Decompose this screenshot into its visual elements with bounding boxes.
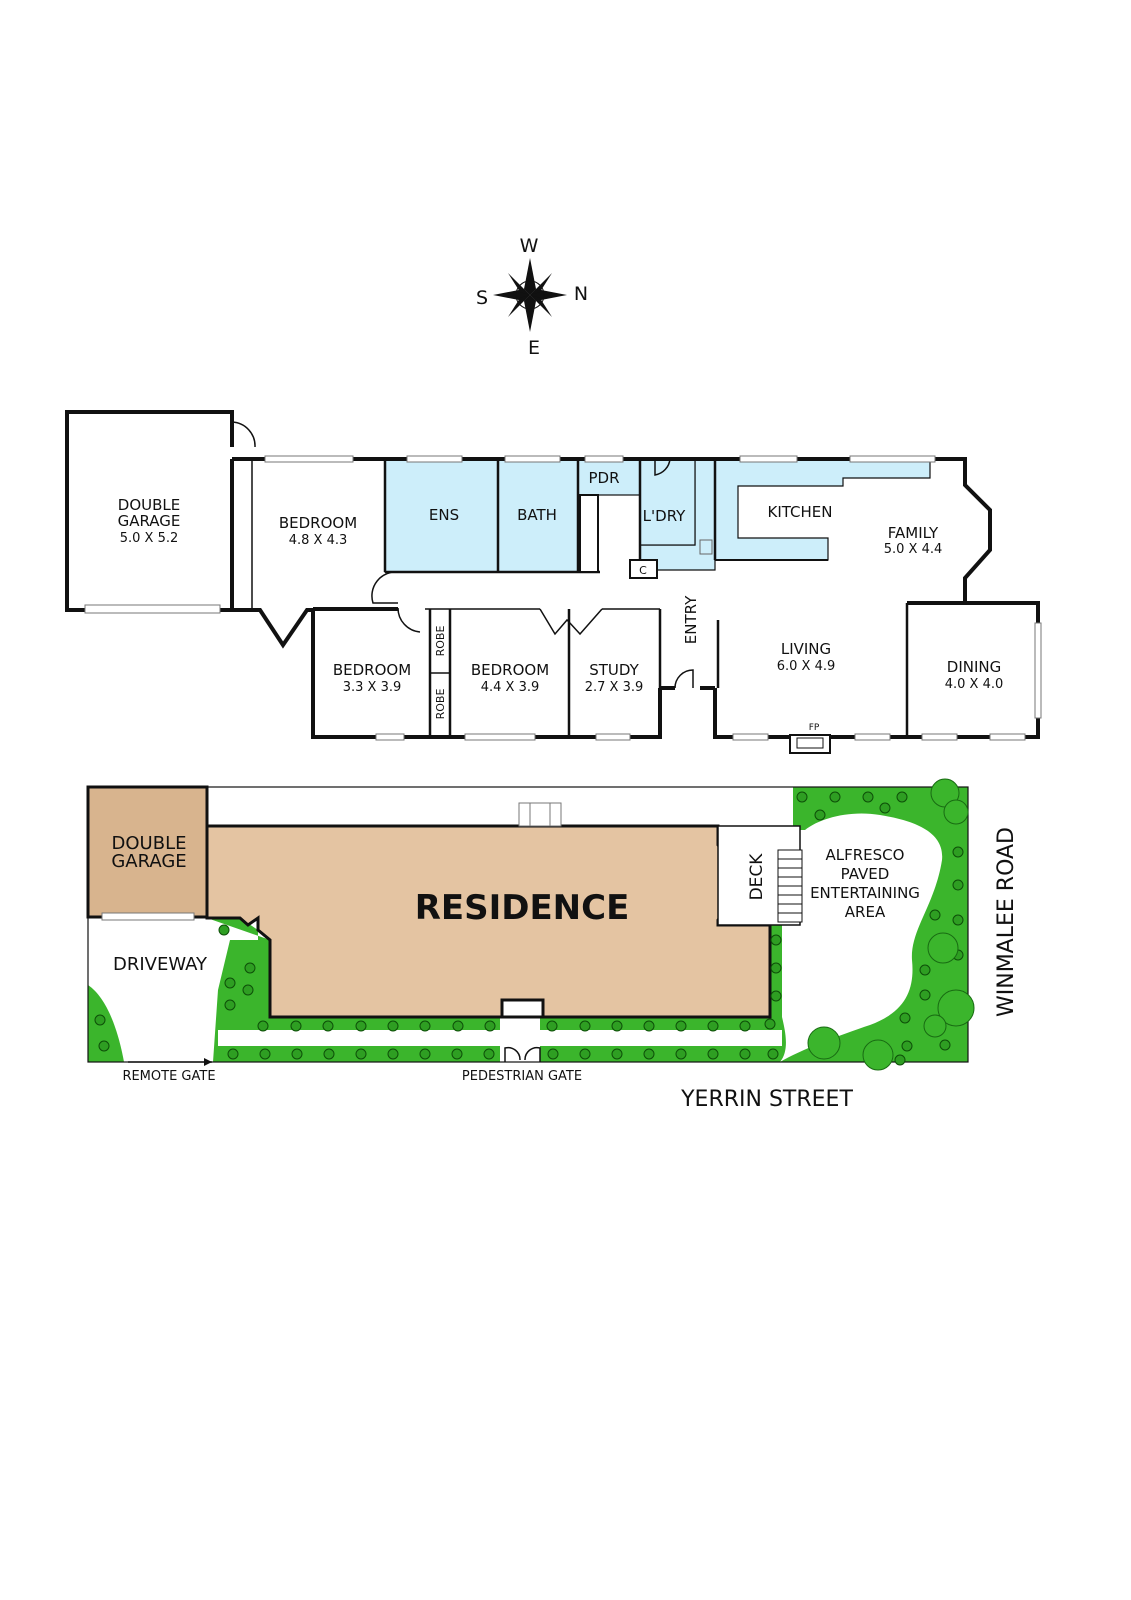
garage-label-1: DOUBLE — [118, 496, 180, 514]
entry-label: ENTRY — [682, 595, 700, 644]
dining-size: 4.0 X 4.0 — [945, 677, 1004, 692]
compass-south-label: S — [476, 287, 488, 309]
shrubs — [94, 791, 964, 1066]
powder-label: PDR — [588, 469, 619, 487]
living-size: 6.0 X 4.9 — [777, 659, 836, 674]
remote-gate-label: REMOTE GATE — [122, 1069, 215, 1084]
pedestrian-gate-icon — [504, 1046, 541, 1062]
trees — [807, 778, 975, 1071]
study-label: STUDY — [589, 661, 639, 679]
garage-size: 5.0 X 5.2 — [120, 531, 179, 546]
deck-label: DECK — [747, 853, 767, 901]
cupboard-label: C — [639, 564, 647, 577]
robe2-label: ROBE — [434, 689, 447, 720]
alfresco-label-3: ENTERTAINING — [810, 884, 920, 902]
ensuite-label: ENS — [429, 506, 459, 524]
kitchen-label: KITCHEN — [768, 503, 833, 521]
winmalee-road-label: WINMALEE ROAD — [994, 827, 1019, 1017]
site-garage-label-1: DOUBLE — [112, 833, 187, 854]
garage-label-2: GARAGE — [118, 512, 181, 530]
garden-south — [207, 918, 786, 1062]
pedestrian-gate-label: PEDESTRIAN GATE — [462, 1069, 582, 1084]
dining-label: DINING — [947, 658, 1001, 676]
bath-label: BATH — [517, 506, 557, 524]
bedroom2-label: BEDROOM — [333, 661, 411, 679]
driveway-label: DRIVEWAY — [113, 954, 208, 975]
alfresco-label-4: AREA — [845, 903, 886, 921]
bedroom2-size: 3.3 X 3.9 — [343, 680, 402, 695]
alfresco-label-1: ALFRESCO — [826, 846, 905, 864]
laundry-label: L'DRY — [643, 507, 686, 525]
living-label: LIVING — [781, 640, 831, 658]
compass-east-label: E — [528, 337, 540, 359]
robe1-label: ROBE — [434, 626, 447, 657]
garden-driveway — [88, 985, 124, 1062]
compass-rose-icon — [493, 258, 567, 332]
family-label: FAMILY — [888, 524, 939, 542]
bath-room — [497, 458, 579, 573]
bedroom3-size: 4.4 X 3.9 — [481, 680, 540, 695]
yerrin-street-label: YERRIN STREET — [680, 1087, 853, 1112]
fireplace-label: FP — [809, 723, 820, 733]
master-bedroom-size: 4.8 X 4.3 — [289, 533, 348, 548]
alfresco-label-2: PAVED — [841, 865, 890, 883]
compass-west-label: W — [520, 235, 539, 257]
family-size: 5.0 X 4.4 — [884, 542, 943, 557]
residence-label: RESIDENCE — [415, 888, 630, 928]
property-boundary — [87, 786, 969, 1063]
site-garage-label-2: GARAGE — [111, 851, 186, 872]
door-swing-icon — [231, 421, 256, 448]
compass-north-label: N — [574, 283, 588, 305]
powder-room — [577, 458, 641, 496]
bedroom3-label: BEDROOM — [471, 661, 549, 679]
floor-plan: DOUBLE GARAGE 5.0 X 5.2 BEDROOM 4.8 X 4.… — [65, 410, 1042, 754]
study-size: 2.7 X 3.9 — [585, 680, 644, 695]
laundry-room — [639, 458, 696, 546]
master-bedroom-label: BEDROOM — [279, 514, 357, 532]
site-plan: DOUBLE GARAGE RESIDENCE DECK ALFRESCO PA… — [86, 778, 1019, 1112]
